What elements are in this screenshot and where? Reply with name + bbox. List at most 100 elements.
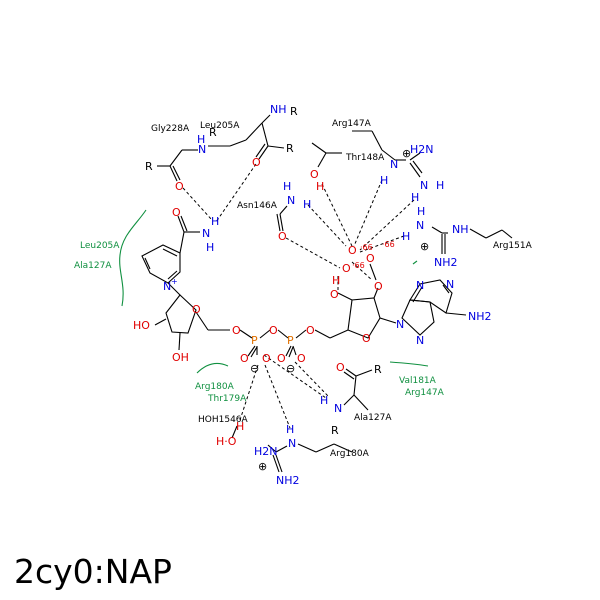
bonds <box>141 114 513 473</box>
atom-o: O <box>348 244 357 257</box>
atom-o: O <box>172 206 181 219</box>
atom-h: H <box>303 198 311 211</box>
atom-r: R <box>331 424 339 437</box>
distance-label: ·66 <box>360 243 373 252</box>
atom-p: P <box>287 334 294 347</box>
residue-label-arg151a: Arg151A <box>493 241 533 251</box>
atom-h: H <box>320 394 328 407</box>
atom-h: H <box>236 420 244 433</box>
atom-nh2: H2N <box>254 445 278 458</box>
atom-o: O <box>232 324 241 337</box>
charge-minus: ⊖ <box>286 362 295 375</box>
atom-o: O <box>374 280 383 293</box>
atom-h: H <box>380 174 388 187</box>
atom-h: H <box>286 423 294 436</box>
charge-plus: ⊕ <box>420 240 429 253</box>
hydrophobic-labels: Leu205A Ala127A Arg180A Thr179A Val181A … <box>74 241 445 404</box>
atom-n: N <box>202 227 210 240</box>
atom-n: N <box>288 437 296 450</box>
atom-n: N <box>334 402 342 415</box>
atom-nh: NH <box>452 223 469 236</box>
hydrophobic-label-leu205a: Leu205A <box>80 241 120 251</box>
distance-label: ·66 <box>352 261 365 270</box>
atom-o: O <box>297 352 306 365</box>
atom-o: O <box>336 361 345 374</box>
charge-n-plus: + <box>171 277 178 286</box>
atom-o: O <box>362 332 371 345</box>
atom-o: O <box>342 262 351 275</box>
atom-h: H <box>283 180 291 193</box>
atom-h: H <box>411 191 419 204</box>
hydrophobic-label-arg147a: Arg147A <box>405 388 445 398</box>
hydrophobic-label-ala127a: Ala127A <box>74 261 112 271</box>
atom-n: N <box>416 279 424 292</box>
hydrophobic-label-thr179a: Thr179A <box>207 394 247 404</box>
atom-p: P <box>251 334 258 347</box>
atom-h: H <box>332 274 340 287</box>
residue-label-gly228a: Gly228A <box>151 124 190 134</box>
residue-labels: Gly228A Leu205A Arg147A Thr148A Asn146A … <box>151 119 533 459</box>
atom-n: N <box>446 278 454 291</box>
charge-plus: ⊕ <box>402 147 411 160</box>
atom-r: R <box>209 126 217 139</box>
charge-plus: ⊕ <box>258 460 267 473</box>
hydrophobic-arcs <box>119 209 429 374</box>
atom-h: H <box>316 180 324 193</box>
atom-h: H <box>197 133 205 146</box>
atom-o: O <box>310 168 319 181</box>
residue-label-thr148a: Thr148A <box>345 153 385 163</box>
atom-h2n: H2N <box>410 143 434 156</box>
atom-o: O <box>306 324 315 337</box>
atom-n: N <box>416 219 424 232</box>
atom-o: O <box>252 156 261 169</box>
atom-o: O <box>192 303 201 316</box>
atom-r: R <box>286 142 294 155</box>
residue-label-hoh1546a: HOH1546A <box>198 415 249 425</box>
atom-ho: HO <box>133 319 150 332</box>
atom-n: N <box>163 280 171 293</box>
atom-h: H <box>436 179 444 192</box>
atom-o: O <box>240 352 249 365</box>
atom-o: O <box>262 352 271 365</box>
atom-labels: R R R R R R O H N NH O N H H2N ⊕ N H H O… <box>133 103 492 487</box>
atom-nh2: NH2 <box>468 310 492 323</box>
atom-n: N <box>420 179 428 192</box>
residue-label-arg180a-bottom: Arg180A <box>330 449 370 459</box>
atom-n: N <box>198 143 206 156</box>
hydrophobic-label-arg180a: Arg180A <box>195 382 235 392</box>
atom-o: O <box>330 288 339 301</box>
hydrophobic-arc-left <box>119 209 147 307</box>
atom-r: R <box>374 363 382 376</box>
residue-label-leu205a: Leu205A <box>200 121 240 131</box>
distance-label: ·66 <box>382 240 395 249</box>
atom-h: H <box>402 230 410 243</box>
hydrogen-bonds <box>182 163 415 429</box>
atom-n: N <box>416 334 424 347</box>
residue-label-ala127a: Ala127A <box>354 413 392 423</box>
hydrophobic-arc-arg180 <box>196 362 229 374</box>
hydrophobic-label-val181a: Val181A <box>399 376 437 386</box>
charge-minus: ⊖ <box>250 362 259 375</box>
residue-label-arg147a-top: Arg147A <box>332 119 372 129</box>
atom-h: H <box>211 215 219 228</box>
atom-nh2: NH2 <box>276 474 300 487</box>
atom-n: N <box>287 194 295 207</box>
atom-o: O <box>175 180 184 193</box>
hydrophobic-tick <box>412 260 418 265</box>
atom-nh: NH <box>270 103 287 116</box>
atom-r: R <box>290 105 298 118</box>
atom-o: O <box>366 252 375 265</box>
atom-h-o: H·O <box>216 435 237 448</box>
atom-h: H <box>417 205 425 218</box>
atom-o: O <box>278 230 287 243</box>
atom-n: N <box>396 318 404 331</box>
atom-h: H <box>206 241 214 254</box>
structure-caption: 2cy0:NAP <box>14 552 172 591</box>
atom-o: O <box>269 324 278 337</box>
hydrophobic-arc-val181 <box>389 361 429 367</box>
atom-o: O <box>277 352 286 365</box>
atom-r: R <box>145 160 153 173</box>
atom-nh2: NH2 <box>434 256 458 269</box>
atom-n: N <box>390 158 398 171</box>
